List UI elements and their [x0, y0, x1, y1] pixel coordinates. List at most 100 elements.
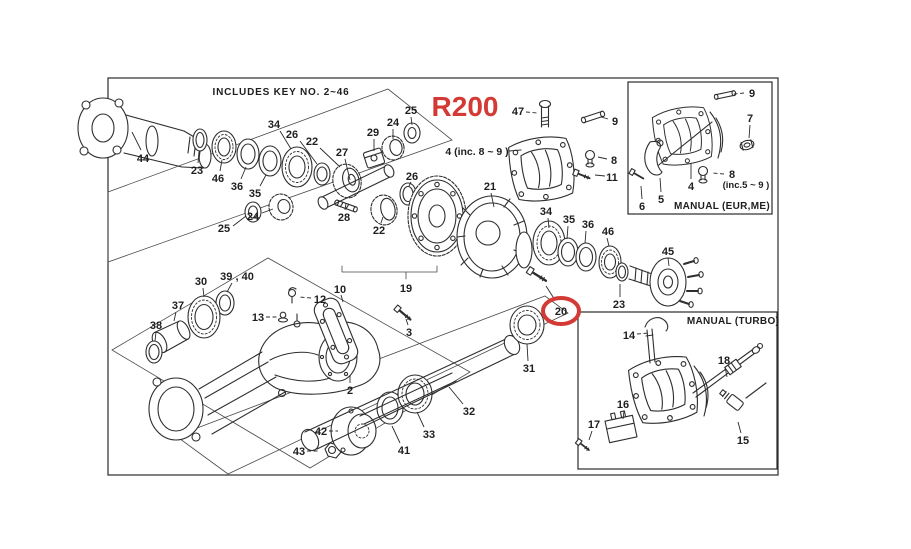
leader-line-26: [408, 181, 412, 187]
leader-line-17: [588, 430, 593, 441]
leader-line-15: [737, 421, 742, 434]
part-callout-18: 18: [718, 355, 730, 367]
leader-line-23: [197, 151, 200, 164]
turbo-part-18-cable: [692, 342, 764, 398]
part-callout-8: 8: [729, 169, 735, 181]
part-45-side-flange: [628, 257, 704, 308]
part-1-axle-tube: [148, 351, 286, 442]
leader-line-45: [667, 257, 670, 267]
part-23-snap-ring: [192, 128, 208, 152]
part-29-thrust-block: [362, 147, 386, 169]
leader-line-9: [600, 116, 609, 120]
part-24-pinion-gear-upper: [381, 135, 405, 161]
leader-line-28: [344, 202, 347, 211]
leader-line-32: [448, 386, 464, 405]
part-32-spacer-tube: [300, 334, 521, 452]
part-callout-5: 5: [658, 194, 664, 206]
part-36-washer: [236, 138, 260, 170]
part-callout-22: 22: [373, 225, 385, 237]
part-38-seal: [145, 340, 163, 364]
part-8-breather: [584, 149, 596, 168]
leader-line-11: [594, 174, 606, 177]
part-25-thrust-washer: [244, 201, 262, 223]
part-30-bearing: [187, 295, 221, 339]
part-23-snap-ring-right: [615, 262, 629, 282]
part-callout-8: 8: [611, 155, 617, 167]
leader-line-46: [606, 237, 610, 247]
leader-line-25: [410, 116, 413, 126]
leader-line-10: [340, 294, 344, 303]
model-label: R200: [432, 91, 499, 122]
leader-line-39 , 40: [226, 282, 233, 293]
leader-line-7: [748, 124, 751, 139]
part-callout-46: 46: [602, 226, 614, 238]
part-28-lock-pin: [334, 199, 358, 213]
eur-box-label: MANUAL (EUR,ME): [674, 201, 770, 212]
part-4-rear-cover: [506, 132, 579, 206]
includes-note: INCLUDES KEY NO. 2~46: [213, 87, 350, 98]
leader-line-35: [566, 225, 569, 240]
leader-line-21: [490, 192, 495, 208]
part-callout-6: 6: [639, 201, 645, 213]
red-highlight-ellipse: [541, 296, 581, 326]
part-callout-15: 15: [737, 435, 749, 447]
part-callout-11: 11: [606, 172, 618, 184]
turbo-box-label: MANUAL (TURBO): [687, 316, 779, 327]
part-34-bearing: [281, 146, 313, 188]
eur-part-8-breather: [697, 165, 709, 184]
highlight-part-20: 20: [541, 285, 581, 326]
part-callout-13: 13: [252, 312, 264, 324]
part-13-plug: [277, 311, 289, 323]
turbo-part-17-bolt: [574, 438, 590, 451]
part-21-diff-case: [456, 195, 533, 279]
part-callout-27: 27: [336, 147, 348, 159]
leader-line-38: [154, 331, 157, 342]
leader-line-22: [319, 147, 341, 168]
part-callout-36: 36: [231, 181, 243, 193]
leader-line-30: [202, 287, 205, 298]
leader-line-41: [391, 425, 401, 444]
part-25-thrust-washer-upper: [403, 122, 421, 144]
leader-line-34: [547, 217, 550, 229]
group-outlines: [107, 88, 569, 475]
part-19-bracket: [341, 265, 438, 280]
leader-line-35: [259, 174, 267, 187]
part-callout-29: 29: [367, 127, 379, 139]
part-9-pin: [580, 110, 606, 124]
eur-part-6-bolt: [628, 168, 645, 180]
eur-part-5-leader: [654, 121, 713, 169]
part-callout-22: 22: [306, 136, 318, 148]
part-47-bolt: [538, 99, 552, 128]
part-callout-30: 30: [195, 276, 207, 288]
part-callout-4: 4: [688, 181, 695, 193]
part-27-pinion-shaft: [317, 164, 395, 210]
leader-line-14: [636, 332, 650, 335]
part-callout-37: 37: [172, 300, 184, 312]
part-callout-23: 23: [613, 299, 625, 311]
part-callout-38: 38: [150, 320, 162, 332]
part-callout-35: 35: [249, 188, 261, 200]
leader-line-6: [640, 185, 643, 200]
part-callout-24: 24: [387, 117, 400, 129]
leader-line-36: [240, 166, 247, 180]
part-callout-17: 17: [588, 419, 600, 431]
leader-line-25: [232, 215, 247, 227]
leader-line-18: [724, 366, 728, 378]
cover-assembly-label: 4 (inc. 8 ~ 9 ): [445, 146, 508, 158]
part-callout-39 , 40: 39 , 40: [220, 271, 254, 283]
part-callout-3: 3: [406, 327, 412, 339]
leader-line-5: [659, 177, 662, 193]
leader-line-36: [584, 230, 587, 244]
leader-line-12: [298, 296, 312, 299]
part-12-breather-tube: [287, 287, 297, 304]
part-26-ring: [313, 162, 331, 186]
part-callout-10: 10: [334, 284, 346, 296]
part-callout-36: 36: [582, 219, 594, 231]
part-callout-32: 32: [463, 406, 475, 418]
manual-eur-art: [628, 90, 755, 184]
part-22-side-gear-lower: [370, 194, 398, 226]
part-callout-19: 19: [400, 283, 412, 295]
part-10-gasket: [313, 297, 359, 365]
part-11-bolt: [572, 168, 591, 180]
